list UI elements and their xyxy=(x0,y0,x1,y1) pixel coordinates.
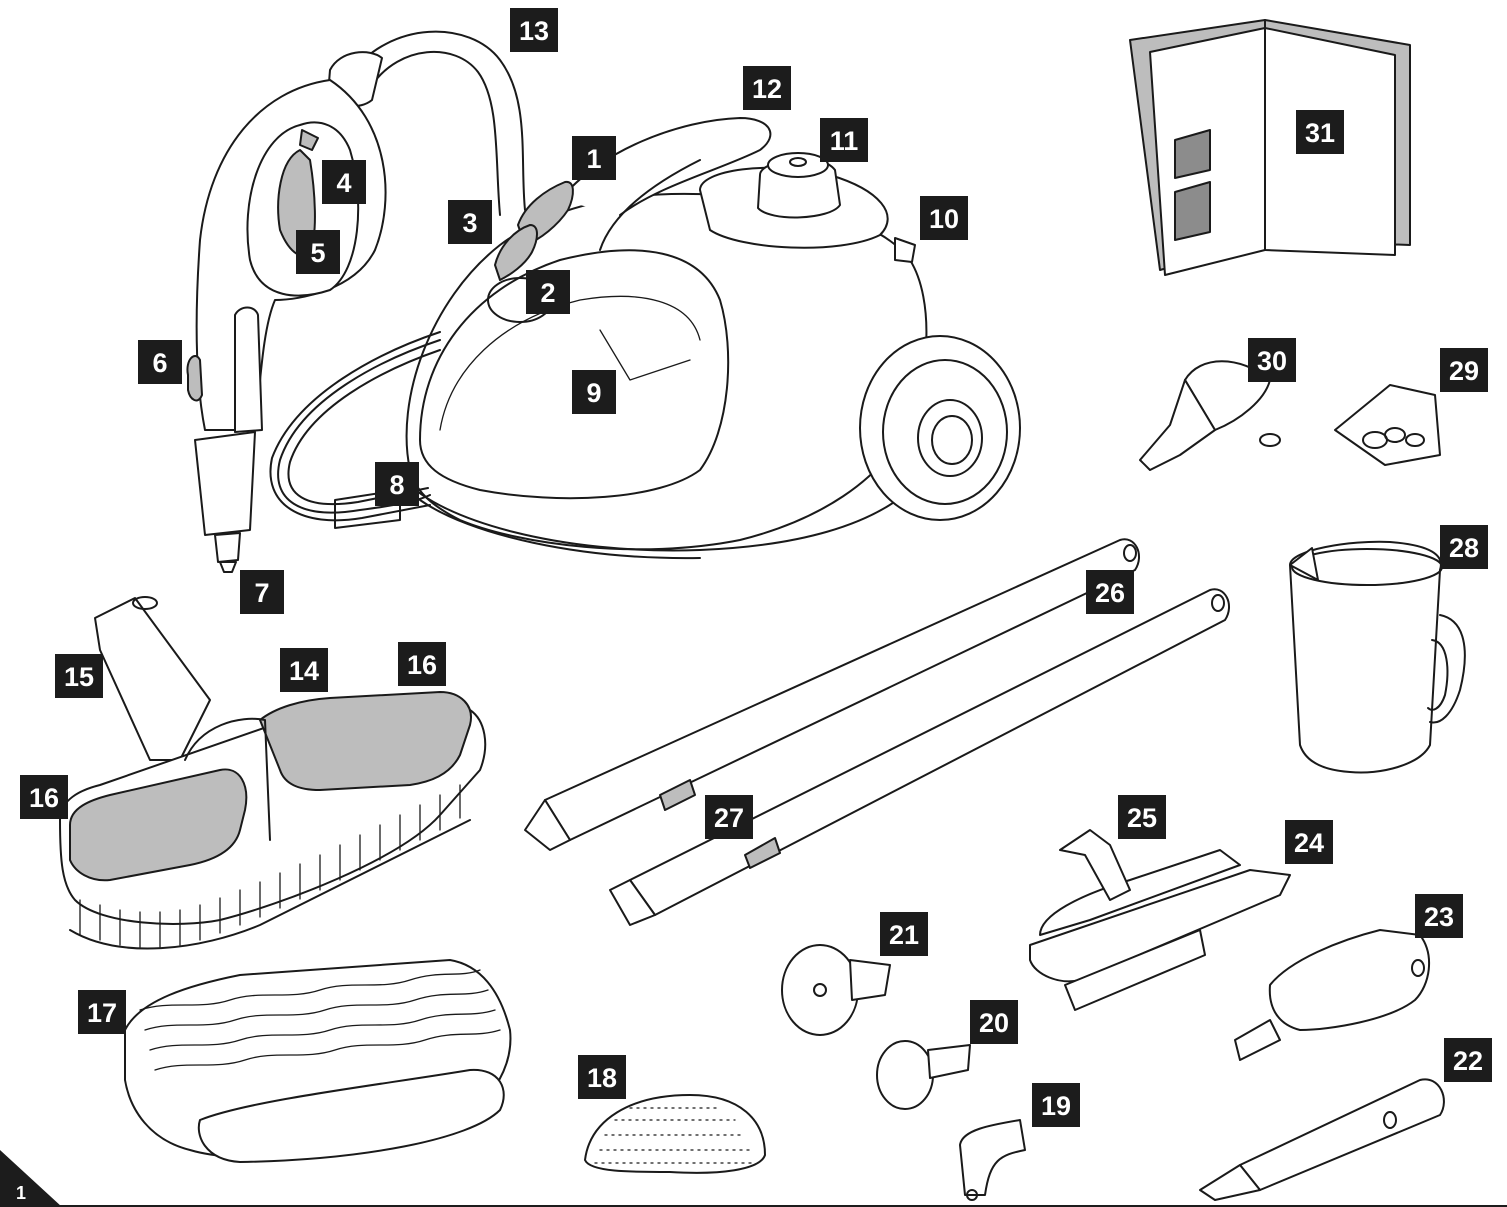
label-24: 24 xyxy=(1285,820,1333,864)
label-21: 21 xyxy=(880,912,928,956)
svg-text:21: 21 xyxy=(889,920,919,950)
label-16-left: 16 xyxy=(20,775,68,819)
svg-text:5: 5 xyxy=(310,238,325,268)
svg-text:26: 26 xyxy=(1095,578,1125,608)
label-28: 28 xyxy=(1440,525,1488,569)
svg-text:3: 3 xyxy=(462,208,477,238)
floor-nozzle xyxy=(59,596,487,950)
label-14: 14 xyxy=(280,648,328,692)
svg-text:2: 2 xyxy=(540,278,555,308)
steam-cleaner-unit xyxy=(186,30,1021,573)
round-brush-small xyxy=(876,1040,971,1110)
label-12: 12 xyxy=(743,66,791,110)
label-17: 17 xyxy=(78,990,126,1034)
svg-text:14: 14 xyxy=(289,656,319,686)
svg-text:18: 18 xyxy=(587,1063,617,1093)
detail-nozzle xyxy=(1199,1078,1445,1201)
hand-nozzle xyxy=(1029,829,1291,1011)
svg-text:15: 15 xyxy=(64,662,94,692)
label-27: 27 xyxy=(705,795,753,839)
label-30: 30 xyxy=(1248,338,1296,382)
svg-text:17: 17 xyxy=(87,998,117,1028)
measuring-jug xyxy=(1289,540,1466,774)
label-18: 18 xyxy=(578,1055,626,1099)
label-31: 31 xyxy=(1296,110,1344,154)
svg-text:16: 16 xyxy=(29,783,59,813)
svg-text:16: 16 xyxy=(407,650,437,680)
svg-text:13: 13 xyxy=(519,16,549,46)
svg-text:27: 27 xyxy=(714,803,744,833)
svg-text:30: 30 xyxy=(1257,346,1287,376)
label-29: 29 xyxy=(1440,348,1488,392)
svg-text:9: 9 xyxy=(586,378,601,408)
label-2: 2 xyxy=(526,270,570,314)
svg-text:7: 7 xyxy=(254,578,269,608)
label-1: 1 xyxy=(572,136,616,180)
svg-text:24: 24 xyxy=(1294,828,1324,858)
svg-text:29: 29 xyxy=(1449,356,1479,386)
svg-text:4: 4 xyxy=(336,168,351,198)
power-nozzle xyxy=(1234,929,1431,1061)
svg-text:12: 12 xyxy=(752,74,782,104)
svg-text:31: 31 xyxy=(1305,118,1335,148)
svg-text:6: 6 xyxy=(152,348,167,378)
svg-text:1: 1 xyxy=(586,144,601,174)
round-brush-large xyxy=(781,944,891,1036)
floor-cloth xyxy=(124,959,512,1163)
sponge xyxy=(584,1094,766,1174)
svg-text:19: 19 xyxy=(1041,1091,1071,1121)
label-5: 5 xyxy=(296,230,340,274)
operating-manual xyxy=(1129,19,1411,276)
figure-corner-marker: 1 xyxy=(0,1150,1507,1207)
label-19: 19 xyxy=(1032,1083,1080,1127)
angle-nozzle xyxy=(959,1119,1026,1201)
label-25: 25 xyxy=(1118,795,1166,839)
label-15: 15 xyxy=(55,654,103,698)
label-11: 11 xyxy=(820,118,868,162)
svg-text:22: 22 xyxy=(1453,1046,1483,1076)
figure-number: 1 xyxy=(16,1183,26,1203)
svg-text:20: 20 xyxy=(979,1008,1009,1038)
svg-text:8: 8 xyxy=(389,470,404,500)
label-13: 13 xyxy=(510,8,558,52)
svg-text:10: 10 xyxy=(929,204,959,234)
label-20: 20 xyxy=(970,1000,1018,1044)
label-7: 7 xyxy=(240,570,284,614)
label-8: 8 xyxy=(375,462,419,506)
label-6: 6 xyxy=(138,340,182,384)
label-26: 26 xyxy=(1086,570,1134,614)
svg-text:23: 23 xyxy=(1424,902,1454,932)
svg-text:11: 11 xyxy=(830,126,859,156)
label-16-right: 16 xyxy=(398,642,446,686)
label-22: 22 xyxy=(1444,1038,1492,1082)
label-4: 4 xyxy=(322,160,366,204)
label-3: 3 xyxy=(448,200,492,244)
extension-tubes xyxy=(524,538,1230,926)
svg-text:28: 28 xyxy=(1449,533,1479,563)
label-10: 10 xyxy=(920,196,968,240)
label-23: 23 xyxy=(1415,894,1463,938)
label-9: 9 xyxy=(572,370,616,414)
seal-bag xyxy=(1334,384,1441,466)
svg-text:25: 25 xyxy=(1127,803,1157,833)
